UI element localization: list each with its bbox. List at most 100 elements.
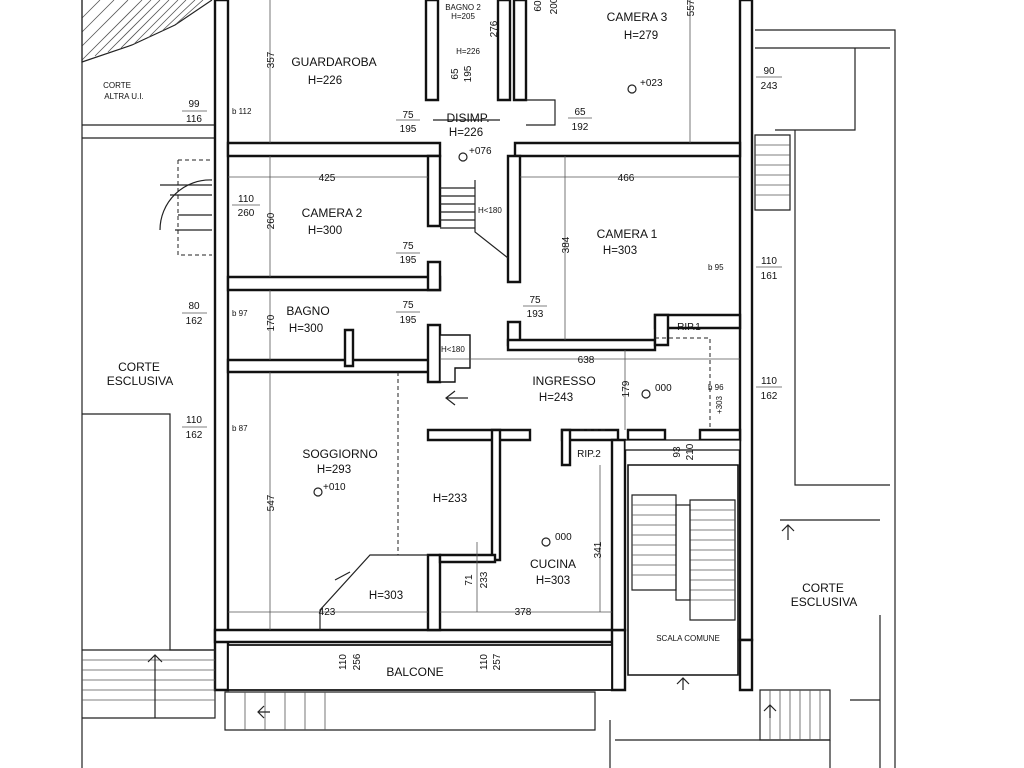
w90-width: 90 bbox=[763, 66, 775, 77]
room-cucina-name: CUCINA bbox=[530, 557, 576, 571]
outdoor-boundaries bbox=[81, 0, 896, 768]
stairs bbox=[82, 134, 831, 741]
room-cucina-height: H=303 bbox=[536, 575, 570, 587]
d75-195-b-width: 75 bbox=[402, 241, 414, 252]
corte-left-line2: ESCLUSIVA bbox=[107, 374, 173, 388]
level-markers bbox=[313, 84, 651, 547]
room-bagno2-name: BAGNO 2 bbox=[445, 3, 481, 12]
room-balcone-name: BALCONE bbox=[386, 665, 443, 679]
window-labels: 99 116 110 260 80 162 110 162 90 243 110… bbox=[182, 66, 782, 441]
d65-height: 192 bbox=[572, 122, 589, 133]
level-labels: +023 +076 000 +010 000 bbox=[323, 78, 672, 543]
dim-557: 557 bbox=[686, 0, 697, 16]
d75-195-c-width: 75 bbox=[402, 300, 414, 311]
horizontal-dimension-labels: 425 466 638 423 378 H=226 bbox=[319, 47, 635, 618]
dim-65: 65 bbox=[450, 68, 461, 80]
sill-b112: b 112 bbox=[232, 107, 252, 116]
d75-195-a-width: 75 bbox=[402, 110, 414, 121]
w80-width: 80 bbox=[188, 301, 200, 312]
corridor-height: H=233 bbox=[433, 493, 467, 505]
room-soggiorno-name: SOGGIORNO bbox=[302, 447, 377, 461]
room-disimp-name: DISIMP. bbox=[446, 111, 489, 125]
hatched-area bbox=[81, 0, 213, 63]
interior-walls bbox=[226, 0, 742, 676]
corte-left-line1: CORTE bbox=[118, 360, 160, 374]
dim-378: 378 bbox=[515, 607, 532, 618]
d75-193-height: 193 bbox=[527, 309, 544, 320]
d75-195-a-height: 195 bbox=[400, 124, 417, 135]
w110-161-width: 110 bbox=[761, 256, 777, 267]
room-camera2-height: H=300 bbox=[308, 225, 342, 237]
room-camera3-name: CAMERA 3 bbox=[607, 10, 668, 24]
room-bagno-height: H=300 bbox=[289, 323, 323, 335]
dimension-lines bbox=[228, 0, 740, 630]
level-cucina: 000 bbox=[555, 532, 572, 543]
room-scala-name: SCALA COMUNE bbox=[656, 634, 720, 643]
dim-170: 170 bbox=[266, 314, 277, 331]
corte-altra-line1: CORTE bbox=[103, 81, 131, 90]
dim-341: 341 bbox=[593, 541, 604, 558]
stair-h180-b: H<180 bbox=[441, 345, 465, 354]
dim-h226: H=226 bbox=[456, 47, 480, 56]
w110-162-left-height: 162 bbox=[186, 430, 203, 441]
room-rip2-name: RIP.2 bbox=[577, 449, 601, 460]
soggiorno-nook-height: H=303 bbox=[369, 590, 403, 602]
sill-notes: b 112 b 97 b 87 b 95 b 96 H<180 H<180 bbox=[232, 107, 724, 433]
w110-260-width: 110 bbox=[238, 194, 254, 205]
w99-height: 116 bbox=[186, 114, 202, 125]
level-ingresso: 000 bbox=[655, 383, 672, 394]
d75-193-width: 75 bbox=[529, 295, 541, 306]
dim-balcone-110-b: 110 bbox=[479, 654, 490, 670]
level-camera3: +023 bbox=[640, 78, 663, 89]
exterior-walls bbox=[213, 0, 754, 692]
door-labels: 75 195 65 192 75 195 75 195 75 193 bbox=[396, 107, 592, 326]
w110-260-height: 260 bbox=[238, 208, 255, 219]
dim-179: 179 bbox=[621, 380, 632, 397]
w110-162-right-width: 110 bbox=[761, 376, 777, 387]
room-camera1-height: H=303 bbox=[603, 245, 637, 257]
dashed-lines bbox=[397, 337, 711, 555]
room-camera3-height: H=279 bbox=[624, 30, 658, 42]
outdoor-labels: CORTE ALTRA U.I. CORTE ESCLUSIVA CORTE E… bbox=[103, 81, 857, 609]
room-soggiorno-height: H=293 bbox=[317, 464, 351, 476]
room-camera1-name: CAMERA 1 bbox=[597, 227, 658, 241]
d75-195-b-height: 195 bbox=[400, 255, 417, 266]
dim-260: 260 bbox=[266, 212, 277, 229]
dim-210: 210 bbox=[685, 443, 696, 460]
room-labels: GUARDAROBA H=226 BAGNO 2 H=205 CAMERA 3 … bbox=[286, 3, 719, 679]
level-soggiorno: +010 bbox=[323, 482, 346, 493]
w90-height: 243 bbox=[761, 81, 778, 92]
dim-93: 93 bbox=[672, 446, 683, 458]
w110-162-left-width: 110 bbox=[186, 415, 202, 426]
stair-h180-a: H<180 bbox=[478, 206, 502, 215]
dim-256: 256 bbox=[352, 653, 363, 670]
room-rip1-name: RIP.1 bbox=[677, 322, 701, 333]
corte-right-line2: ESCLUSIVA bbox=[791, 595, 857, 609]
dim-384: 384 bbox=[561, 236, 572, 253]
dim-200: 200 bbox=[549, 0, 560, 14]
sill-b87: b 87 bbox=[232, 424, 248, 433]
w80-height: 162 bbox=[186, 316, 203, 327]
dim-638: 638 bbox=[578, 355, 595, 366]
direction-arrows bbox=[147, 390, 795, 719]
sill-b95: b 95 bbox=[708, 263, 724, 272]
d75-195-c-height: 195 bbox=[400, 315, 417, 326]
dim-547: 547 bbox=[266, 494, 277, 511]
vertical-dimension-labels: 357 557 260 384 170 547 179 65 195 276 6… bbox=[266, 0, 724, 670]
dim-71: 71 bbox=[464, 574, 475, 586]
dim-balcone-110-a: 110 bbox=[338, 654, 349, 670]
room-guardaroba-height: H=226 bbox=[308, 75, 342, 87]
dim-357: 357 bbox=[266, 51, 277, 68]
dim-195: 195 bbox=[463, 65, 474, 82]
corte-right-line1: CORTE bbox=[802, 581, 844, 595]
door-details bbox=[319, 99, 556, 630]
room-bagno2-height: H=205 bbox=[451, 12, 475, 21]
room-bagno-name: BAGNO bbox=[286, 304, 329, 318]
dim-257: 257 bbox=[492, 653, 503, 670]
w99-width: 99 bbox=[188, 99, 200, 110]
d65-width: 65 bbox=[574, 107, 586, 118]
sill-b96: b 96 bbox=[708, 383, 724, 392]
room-disimp-height: H=226 bbox=[449, 127, 483, 139]
